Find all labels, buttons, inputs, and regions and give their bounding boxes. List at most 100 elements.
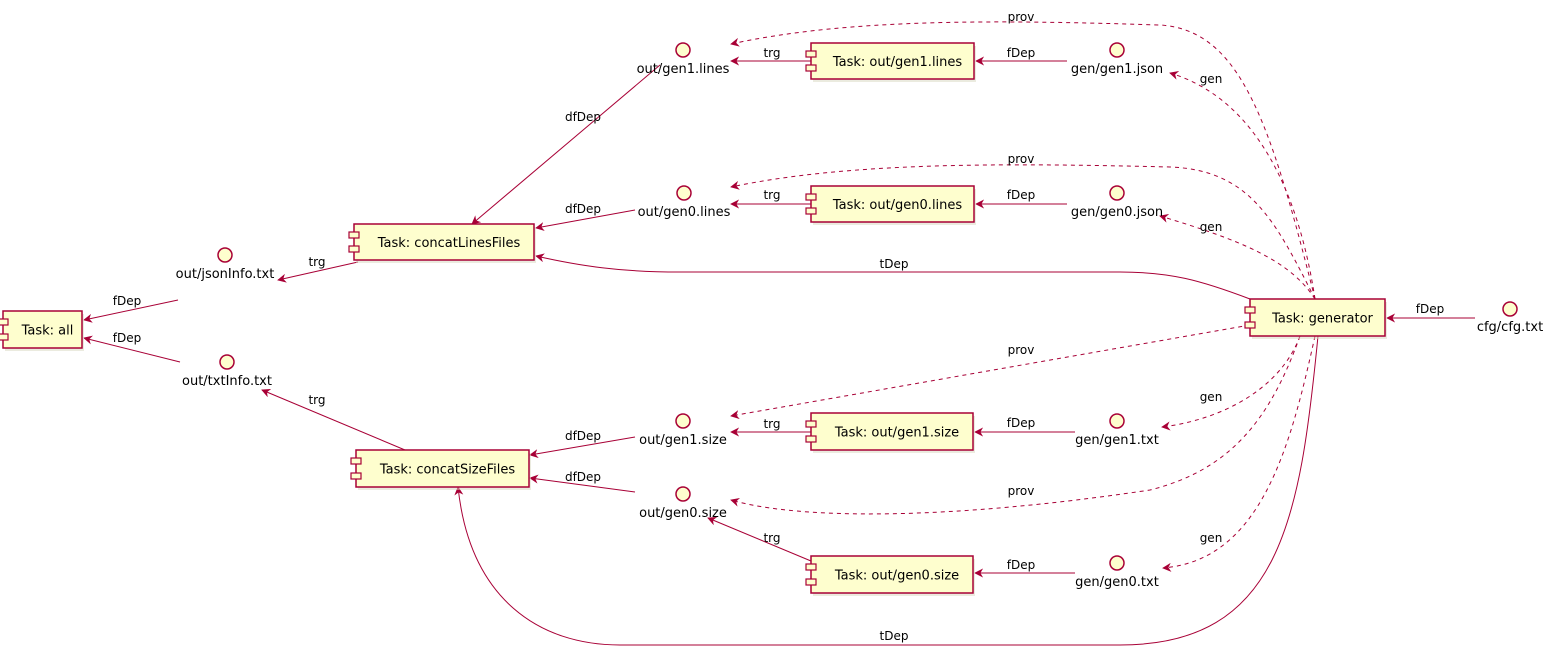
interface-label: gen/gen1.json — [1071, 62, 1163, 77]
edge-generator-to-concatSize — [454, 335, 1319, 646]
edge-label: gen — [1200, 72, 1223, 86]
interface-label: out/txtInfo.txt — [182, 374, 272, 389]
component-generator: Task: generator — [1244, 298, 1387, 339]
edge-label: trg — [308, 393, 325, 407]
component-box — [355, 449, 530, 488]
interface-label: gen/gen0.txt — [1075, 575, 1159, 590]
interface-circle — [1109, 413, 1125, 429]
interface-circle — [217, 247, 233, 263]
edge-outGen1size-to-concatSize — [529, 436, 636, 459]
interface-outGen1size: out/gen1.size — [639, 413, 727, 448]
component-tab — [0, 318, 9, 326]
edge-label: fDep — [1007, 558, 1035, 572]
edge-label: fDep — [1007, 188, 1035, 202]
interface-txtInfo: out/txtInfo.txt — [182, 354, 272, 389]
edges-layer — [83, 21, 1475, 646]
edge-generator-to-concatLines — [535, 253, 1251, 300]
interface-gen1json: gen/gen1.json — [1071, 42, 1163, 77]
component-gen0lines: Task: out/gen0.lines — [805, 185, 976, 225]
component-box — [810, 185, 975, 223]
edge-label: gen — [1200, 220, 1223, 234]
component-tab — [805, 193, 817, 201]
component-tab — [805, 64, 817, 72]
edge-jsonInfo-to-all — [83, 299, 179, 323]
edge-label: fDep — [1416, 302, 1444, 316]
edge-label: fDep — [1007, 416, 1035, 430]
edge-label: trg — [763, 46, 780, 60]
component-label: Task: concatLinesFiles — [377, 236, 521, 251]
edge-generator-to-outGen1size — [730, 324, 1251, 420]
edge-label: dfDep — [565, 110, 601, 124]
edge-concatLines-to-jsonInfo — [277, 261, 359, 283]
component-tab — [805, 50, 817, 58]
edge-label: trg — [763, 188, 780, 202]
interface-circle — [219, 354, 235, 370]
component-concatLines: Task: concatLinesFiles — [348, 223, 536, 263]
component-tab — [805, 435, 817, 443]
interface-outGen1lines: out/gen1.lines — [637, 42, 730, 77]
edge-generator-to-outGen1lines — [730, 21, 1316, 300]
component-tab — [805, 578, 817, 586]
interface-gen0json: gen/gen0.json — [1071, 185, 1163, 220]
edge-generator-to-gen1json — [1169, 71, 1316, 300]
edge-label: tDep — [880, 257, 909, 271]
edge-label: prov — [1008, 484, 1035, 498]
edge-generator-to-outGen0lines — [730, 164, 1316, 300]
interface-label: out/jsonInfo.txt — [176, 267, 275, 282]
edge-gen0size-to-outGen0size — [707, 516, 812, 562]
component-tab — [350, 472, 362, 480]
interface-circle — [675, 42, 691, 58]
edge-label: dfDep — [565, 470, 601, 484]
edge-txtInfo-to-all — [83, 335, 181, 363]
component-tab — [805, 420, 817, 428]
component-tab — [348, 245, 360, 253]
edge-labels-layer: fDepfDeptrgtrgdfDepdfDepdfDepdfDeptrgtrg… — [113, 10, 1444, 643]
component-tab — [350, 457, 362, 465]
edge-label: fDep — [113, 294, 141, 308]
interface-circle — [1502, 301, 1518, 317]
interface-circle — [1109, 185, 1125, 201]
edge-label: gen — [1200, 390, 1223, 404]
component-label: Task: out/gen0.size — [834, 569, 959, 584]
interface-circle — [675, 413, 691, 429]
component-concatSize: Task: concatSizeFiles — [350, 449, 531, 490]
component-gen0size: Task: out/gen0.size — [805, 555, 975, 596]
component-box — [1249, 298, 1386, 337]
component-box — [810, 555, 974, 594]
component-tab — [1244, 321, 1256, 329]
edge-outGen1lines-to-concatLines — [471, 64, 661, 225]
edge-generator-to-gen1txt — [1161, 335, 1301, 431]
edge-label: fDep — [113, 331, 141, 345]
component-label: Task: generator — [1271, 312, 1373, 327]
component-gen1lines: Task: out/gen1.lines — [805, 42, 976, 82]
component-tab — [1244, 306, 1256, 314]
edge-label: tDep — [880, 629, 909, 643]
interface-circle — [676, 185, 692, 201]
interface-outGen0lines: out/gen0.lines — [638, 185, 731, 220]
edge-generator-to-outGen0size — [730, 335, 1301, 515]
component-label: Task: concatSizeFiles — [379, 463, 516, 478]
interface-jsonInfo: out/jsonInfo.txt — [176, 247, 275, 282]
edge-outGen0size-to-concatSize — [529, 474, 636, 493]
component-box — [353, 223, 535, 261]
interface-cfg: cfg/cfg.txt — [1477, 301, 1543, 335]
edge-label: prov — [1008, 10, 1035, 24]
component-box — [810, 42, 975, 80]
edge-label: gen — [1200, 531, 1223, 545]
edge-label: trg — [763, 417, 780, 431]
component-label: Task: out/gen0.lines — [832, 198, 963, 213]
edge-label: trg — [763, 531, 780, 545]
interface-label: gen/gen1.txt — [1075, 433, 1159, 448]
edge-label: prov — [1008, 152, 1035, 166]
edge-label: trg — [308, 255, 325, 269]
interface-outGen0size: out/gen0.size — [639, 486, 727, 521]
component-tab — [0, 333, 9, 341]
interface-gen0txt: gen/gen0.txt — [1075, 555, 1159, 590]
component-box — [2, 310, 83, 349]
component-label: Task: all — [21, 324, 74, 339]
interface-label: gen/gen0.json — [1071, 205, 1163, 220]
interface-label: out/gen1.size — [639, 433, 727, 448]
edge-generator-to-gen0json — [1159, 214, 1316, 300]
edge-label: fDep — [1007, 46, 1035, 60]
